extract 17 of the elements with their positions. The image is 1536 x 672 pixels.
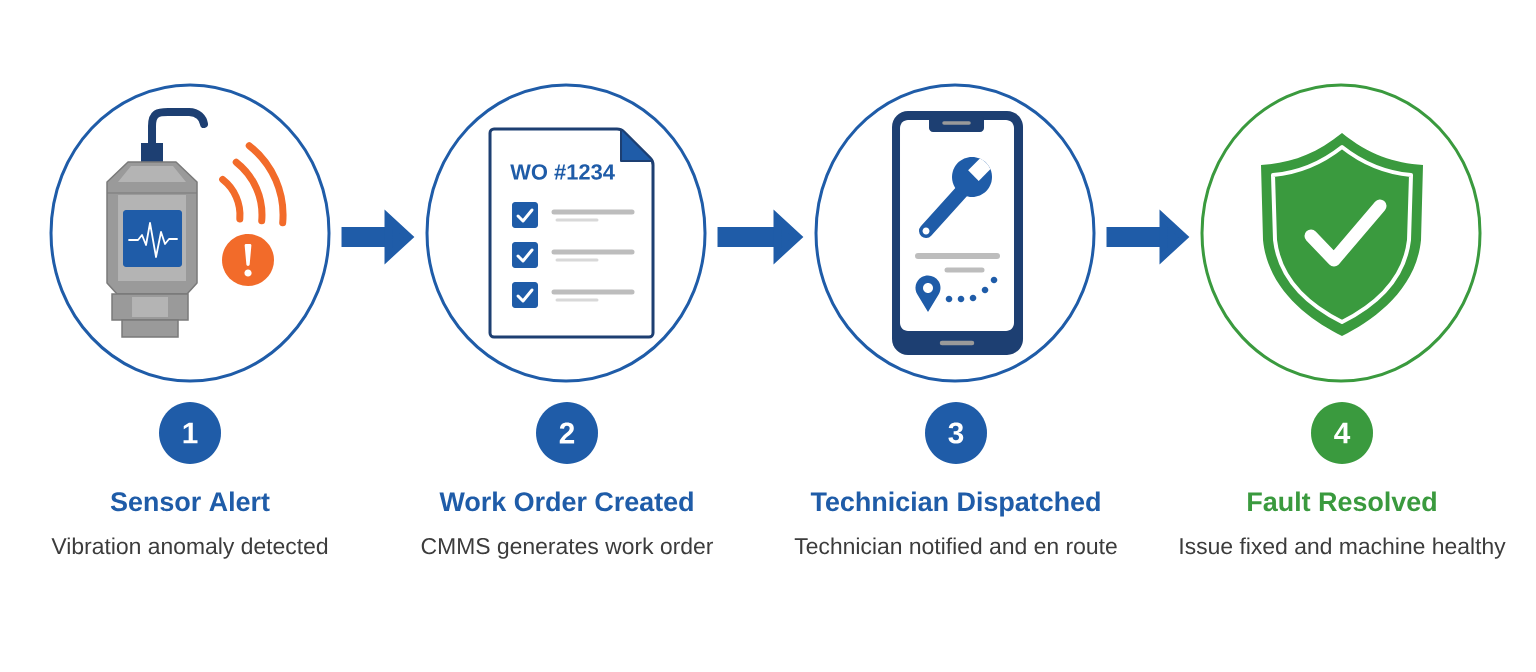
number-badge: 4 bbox=[1311, 402, 1373, 464]
step-title: Sensor Alert bbox=[110, 491, 270, 512]
step-description: Technician notified and en route bbox=[794, 537, 1117, 555]
step-circle bbox=[49, 83, 331, 383]
number-badge: 1 bbox=[159, 402, 221, 464]
step-circle bbox=[1200, 83, 1482, 383]
step-title: Work Order Created bbox=[439, 491, 693, 512]
step-circle bbox=[814, 83, 1096, 383]
step-circle bbox=[425, 83, 707, 383]
document: WO #1234 bbox=[488, 127, 655, 339]
step-description: Issue fixed and machine healthy bbox=[1180, 537, 1506, 559]
step-description: Vibration anomaly detected bbox=[51, 537, 328, 559]
step-title: Technician Dispatched bbox=[810, 491, 1100, 517]
step-description: CMMS generates work order bbox=[421, 537, 713, 559]
number-badge: 2 bbox=[536, 402, 598, 464]
step-title: Fault Resolved bbox=[1248, 491, 1436, 512]
number-badge: 3 bbox=[925, 402, 987, 464]
